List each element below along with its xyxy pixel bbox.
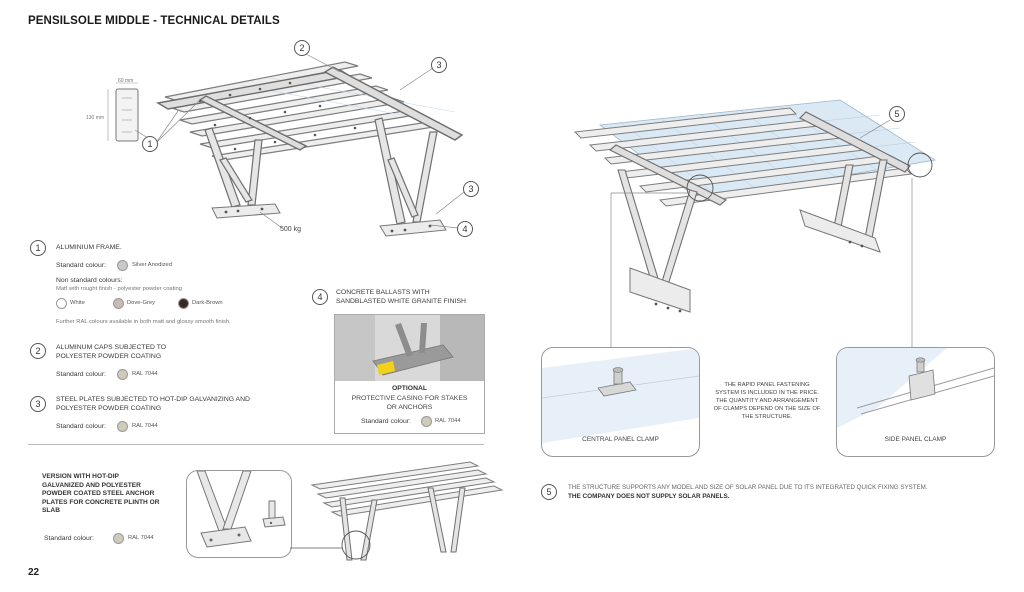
spec1-standard-label: Standard colour: bbox=[56, 262, 106, 269]
spec5-line1: THE STRUCTURE SUPPORTS ANY MODEL AND SIZ… bbox=[568, 484, 928, 491]
callout-1: 1 bbox=[142, 136, 158, 152]
version-line5: SLAB bbox=[42, 507, 60, 514]
spec4-line2: SANDBLASTED WHITE GRANITE FINISH bbox=[336, 298, 466, 305]
option-dove-grey: Dove-Grey bbox=[127, 300, 156, 306]
callout-3-top: 3 bbox=[431, 57, 447, 73]
spec1-standard-value: Silver Anodized bbox=[132, 262, 172, 268]
central-panel-clamp-box: CENTRAL PANEL CLAMP bbox=[541, 347, 700, 457]
spec4-line1: CONCRETE BALLASTS WITH bbox=[336, 289, 430, 296]
side-clamp-label: SIDE PANEL CLAMP bbox=[884, 436, 947, 443]
optional-casing-box: OPTIONAL PROTECTIVE CASING FOR STAKES OR… bbox=[334, 314, 485, 434]
callout-2: 2 bbox=[294, 40, 310, 56]
version-line3: POWDER COATED STEEL ANCHOR bbox=[42, 490, 155, 497]
ballast-weight-label: 500 kg bbox=[280, 226, 302, 233]
clamp-note-line2: SYSTEM IS INCLUDED IN THE PRICE. bbox=[715, 390, 819, 396]
silver-swatch bbox=[117, 260, 128, 271]
anchor-plate-detail bbox=[186, 470, 292, 558]
clamp-note-line3: THE QUANTITY AND ARRANGEMENT bbox=[715, 398, 819, 404]
spec2-line2: POLYESTER POWDER COATING bbox=[56, 353, 162, 360]
ral7044-swatch bbox=[117, 421, 128, 432]
option-dark-brown: Dark-Brown bbox=[192, 300, 223, 306]
anchor-plate-drawing bbox=[196, 471, 286, 548]
optional-line2: OR ANCHORS bbox=[386, 404, 433, 411]
clamp-note-line1: THE RAPID PANEL FASTENING bbox=[724, 382, 810, 388]
dark-brown-swatch bbox=[178, 298, 189, 309]
spec3-number: 3 bbox=[30, 396, 46, 412]
spec2-number: 2 bbox=[30, 343, 46, 359]
spec2-line1: ALUMINUM CAPS SUBJECTED TO bbox=[56, 344, 167, 351]
central-clamp-drawing bbox=[542, 348, 699, 443]
version-description: VERSION WITH HOT-DIP GALVANIZED AND POLY… bbox=[42, 473, 159, 516]
spec5-number: 5 bbox=[541, 484, 557, 500]
spec1-heading: ALUMINIUM FRAME. bbox=[56, 244, 122, 251]
dove-grey-swatch bbox=[113, 298, 124, 309]
version-line4: PLATES FOR CONCRETE PLINTH OR bbox=[42, 498, 160, 506]
ral7044-swatch bbox=[117, 369, 128, 380]
side-clamp-drawing bbox=[837, 348, 994, 428]
clamp-note-line5: THE STRUCTURE. bbox=[741, 414, 793, 420]
spec1-nonstd-label: Non standard colours: bbox=[56, 277, 123, 284]
optional-title: OPTIONAL bbox=[391, 385, 428, 392]
spec1-number: 1 bbox=[30, 240, 46, 256]
spec3-line1: STEEL PLATES SUBJECTED TO HOT-DIP GALVAN… bbox=[56, 396, 250, 403]
version-standard-value: RAL 7044 bbox=[128, 535, 154, 541]
profile-height-label: 130 mm bbox=[86, 115, 105, 121]
spec1-nonstd-desc: Matt with rought finish - polyester powd… bbox=[56, 286, 182, 292]
optional-line1: PROTECTIVE CASING FOR STAKES bbox=[351, 395, 468, 402]
spec2-standard-label: Standard colour: bbox=[56, 371, 106, 378]
spec3-standard-label: Standard colour: bbox=[56, 423, 106, 430]
spec1-further: Further RAL colours available in both ma… bbox=[56, 319, 231, 325]
version-standard-label: Standard colour: bbox=[44, 535, 94, 542]
callout-5: 5 bbox=[889, 106, 905, 122]
callout-4: 4 bbox=[457, 221, 473, 237]
profile-width-label: 60 mm bbox=[118, 78, 134, 84]
ral7044-swatch bbox=[113, 533, 124, 544]
spec4-standard-label: Standard colour: bbox=[361, 418, 411, 425]
spec5-line2: THE COMPANY DOES NOT SUPPLY SOLAR PANELS… bbox=[568, 493, 730, 500]
clamp-note-line4: OF CLAMPS DEPEND ON THE SIZE OF bbox=[713, 406, 821, 412]
central-clamp-label: CENTRAL PANEL CLAMP bbox=[582, 436, 659, 443]
version-line2: GALVANIZED AND POLYESTER bbox=[42, 481, 141, 489]
spec3-standard-value: RAL 7044 bbox=[132, 423, 158, 429]
spec4-standard-value: RAL 7044 bbox=[435, 418, 461, 424]
callout-3-bottom: 3 bbox=[463, 181, 479, 197]
page-title: PENSILSOLE MIDDLE - TECHNICAL DETAILS bbox=[28, 15, 280, 27]
version-line1: VERSION WITH HOT-DIP bbox=[42, 473, 119, 480]
ral7044-swatch bbox=[421, 416, 432, 427]
casing-photo bbox=[335, 315, 484, 381]
section-divider bbox=[28, 444, 484, 445]
spec3-line2: POLYESTER POWDER COATING bbox=[56, 405, 162, 412]
page-number: 22 bbox=[28, 567, 40, 578]
side-panel-clamp-box: SIDE PANEL CLAMP bbox=[836, 347, 995, 457]
spec2-standard-value: RAL 7044 bbox=[132, 371, 158, 377]
white-swatch bbox=[56, 298, 67, 309]
option-white: White bbox=[70, 300, 85, 306]
spec4-number: 4 bbox=[312, 289, 328, 305]
clamp-note: THE RAPID PANEL FASTENING SYSTEM IS INCL… bbox=[712, 381, 822, 421]
